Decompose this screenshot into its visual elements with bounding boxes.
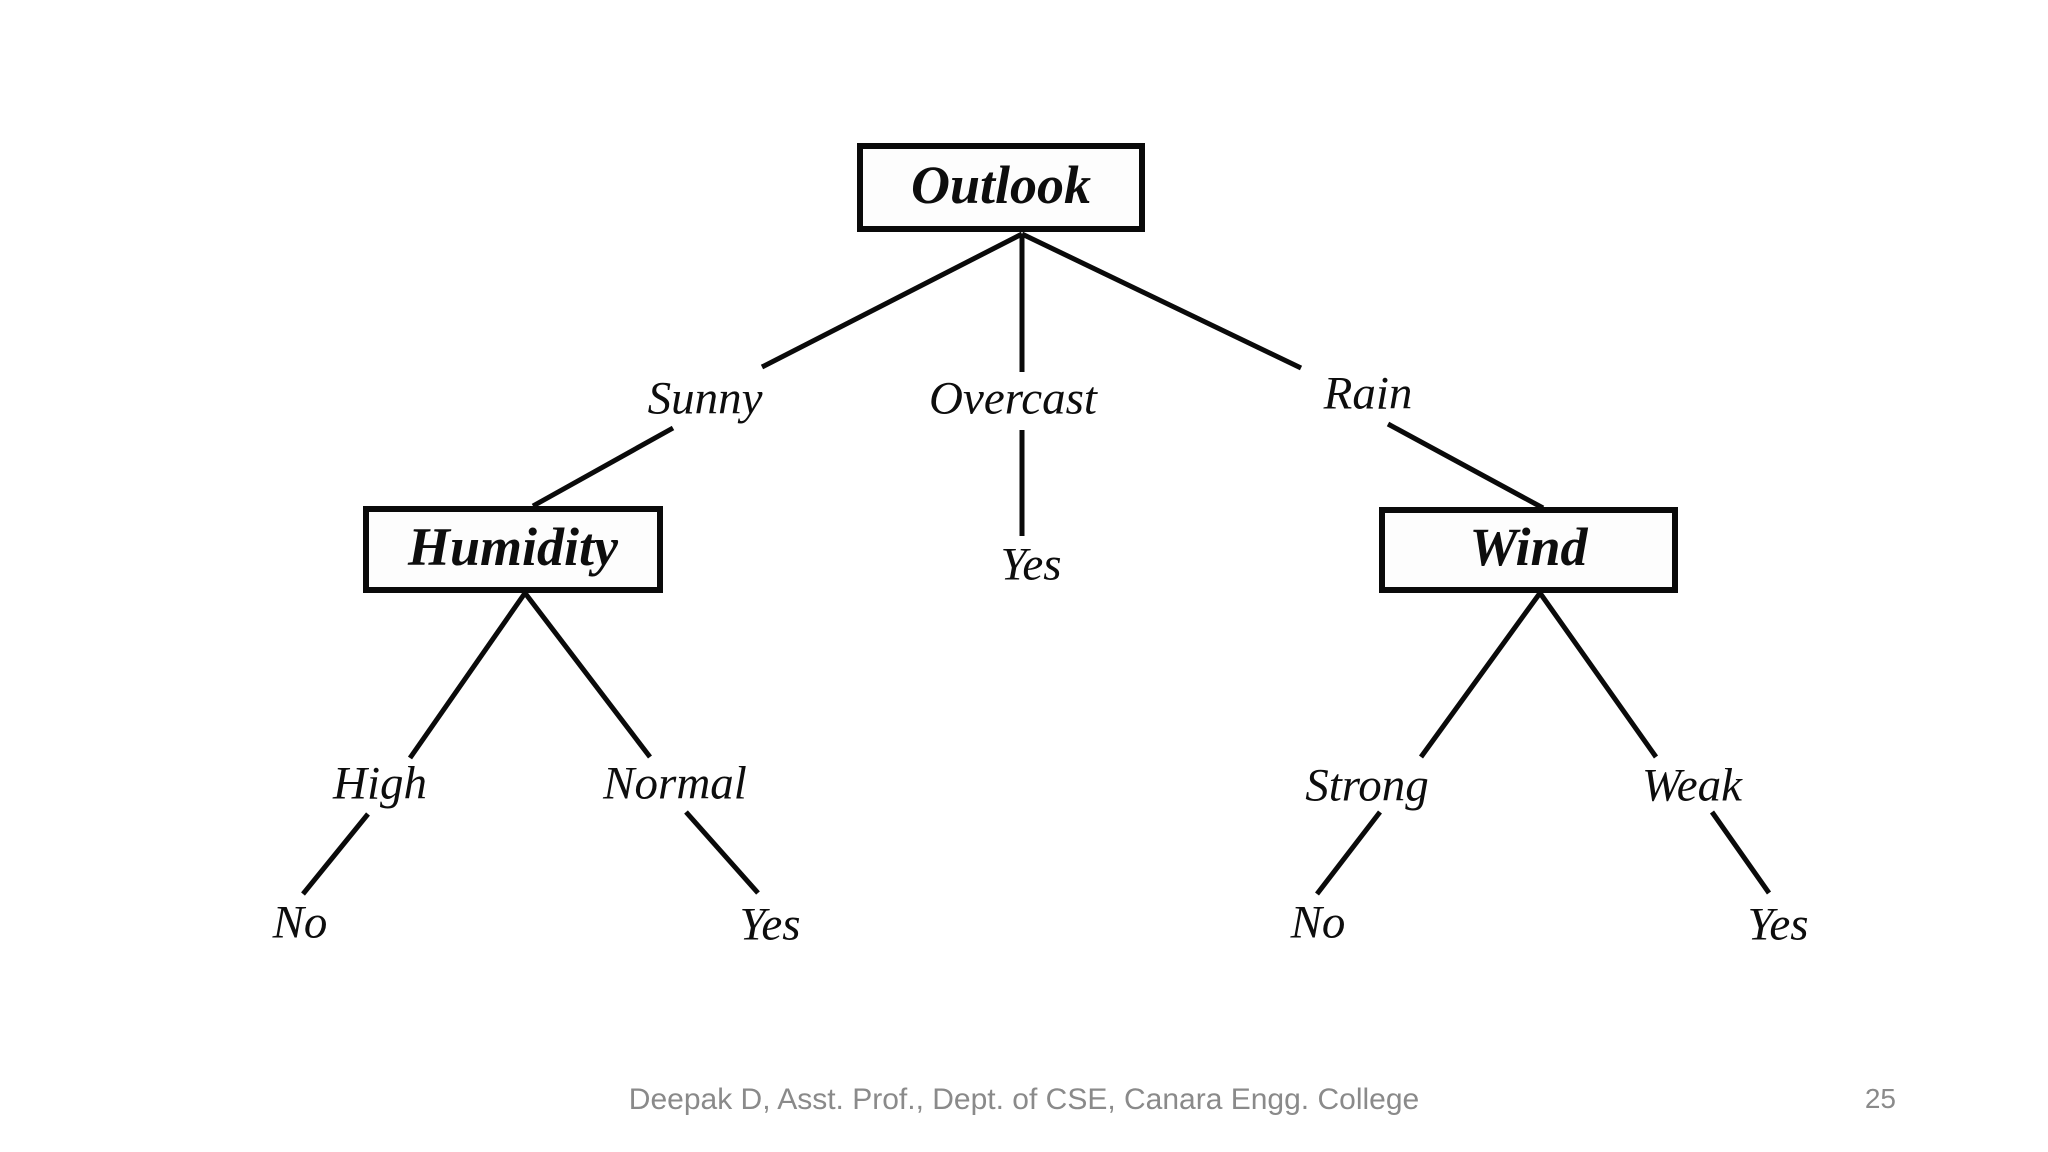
node-label-humidity: Humidity [407,516,618,577]
leaf-label-yes-overcast: Yes [1000,538,1062,591]
branch-label-sunny: Sunny [647,372,763,425]
edge-normal-yes [684,810,760,895]
leaf-label-no-high: No [272,896,328,949]
leaf-label-no-strong: No [1290,896,1346,949]
edge-wind-weak [1537,591,1659,759]
node-label-outlook: Outlook [910,154,1092,215]
edge-high-no [301,812,370,896]
node-label-wind: Wind [1469,517,1588,577]
branch-label-strong: Strong [1305,759,1429,812]
leaf-label-yes-weak: Yes [1747,898,1809,951]
branch-label-overcast: Overcast [929,372,1097,425]
branch-label-weak: Weak [1641,759,1743,812]
edge-wind-strong [1418,591,1543,759]
edge-weak-yes [1709,810,1772,895]
edge-sunny-humidity [531,425,675,509]
edge-strong-no [1315,810,1382,896]
edge-outlook-sunny [760,231,1024,370]
branch-label-normal: Normal [603,757,747,810]
node-box-wind: Wind [1379,507,1678,593]
edge-humidity-normal [523,591,652,759]
node-box-outlook: Outlook [857,143,1145,232]
edge-humidity-high [407,591,528,760]
branch-label-high: High [333,757,427,810]
footer-credit: Deepak D, Asst. Prof., Dept. of CSE, Can… [628,1083,1420,1116]
page-number: 25 [1864,1083,1896,1114]
node-box-humidity: Humidity [363,506,663,593]
edge-outlook-rain [1020,231,1303,371]
branch-label-rain: Rain [1323,367,1413,420]
edge-rain-wind [1386,421,1545,511]
leaf-label-yes-normal: Yes [739,898,801,951]
